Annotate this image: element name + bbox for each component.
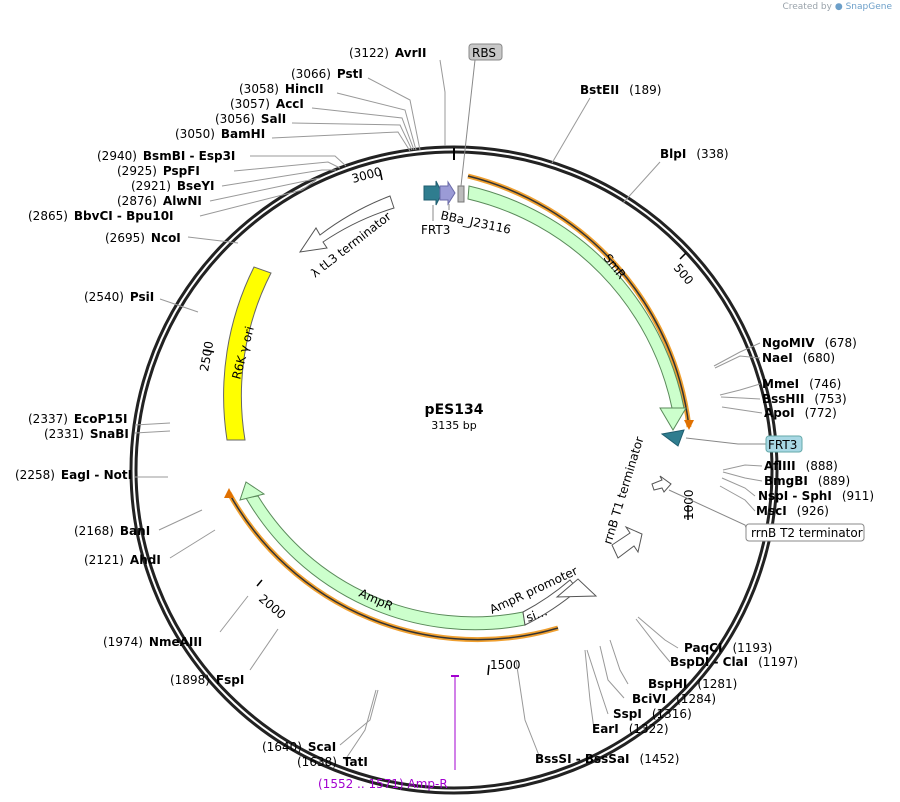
frt3-right-feature[interactable]: [660, 429, 685, 447]
site-psii[interactable]: (2540)PsiI: [84, 290, 154, 304]
tick-1500: 1500: [490, 658, 521, 672]
site-snabi[interactable]: (2331)SnaBI: [44, 427, 129, 441]
site-apoi[interactable]: ApoI(772): [764, 406, 837, 420]
site-ecop15i[interactable]: (2337)EcoP15I: [28, 412, 127, 426]
rbs-tag[interactable]: [468, 43, 503, 61]
site-hincii[interactable]: (3058)HincII: [239, 82, 324, 96]
smr-arrow-head: [659, 407, 687, 431]
rbs-leader: [460, 59, 476, 187]
site-bsssi[interactable]: BssSI - BssSaI(1452): [535, 752, 679, 766]
frt3-top-feature[interactable]: [423, 180, 443, 206]
site-fspi[interactable]: (1898)FspI: [170, 673, 244, 687]
site-afliii[interactable]: AflIII(888): [764, 459, 838, 473]
site-psti[interactable]: (3066)PstI: [291, 67, 363, 81]
site-nmeaiii[interactable]: (1974)NmeAIII: [103, 635, 202, 649]
rbs-label: RBS: [472, 46, 496, 60]
site-bbvci[interactable]: (2865)BbvCI - Bpu10I: [28, 209, 174, 223]
rrnb-t2-feature[interactable]: [651, 475, 672, 493]
ampr-arrow-head: [239, 481, 266, 501]
site-mmei[interactable]: MmeI(746): [762, 377, 841, 391]
lower-right-sites: BciVI(1284) SspI(1316) EarI(1322): [592, 692, 716, 736]
rrnb-t2-label: rrnB T2 terminator: [751, 526, 863, 540]
rrnb-t2-tag[interactable]: [745, 523, 865, 542]
site-ahdi[interactable]: (2121)AhdI: [84, 553, 161, 567]
smr-coverage-line: [467, 175, 690, 428]
bba-promoter-feature[interactable]: [439, 180, 456, 206]
site-scai[interactable]: (1640)ScaI: [262, 740, 336, 754]
tick-2500: 2500: [197, 340, 216, 373]
smr-coverage-arc: [467, 173, 692, 428]
site-bmgbi[interactable]: BmgBI(889): [764, 474, 850, 488]
site-tati[interactable]: (1638)TatI: [297, 755, 368, 769]
rrnb-t1-label: rrnB T1 terminator: [600, 435, 646, 546]
frt3-right-label: FRT3: [768, 438, 797, 452]
left-sites: (3122)AvrII (3066)PstI (3058)HincII (305…: [15, 46, 426, 769]
tick-500: 500: [671, 261, 696, 288]
site-nspi[interactable]: NspI - SphI(911): [758, 489, 874, 503]
rrnb-t2-leader: [668, 489, 749, 534]
ampr-coverage-arrow: [224, 488, 234, 498]
site-ngomiv[interactable]: NgoMIV(678): [762, 336, 857, 350]
site-bani[interactable]: (2168)BanI: [74, 524, 150, 538]
backbone-outer: [129, 145, 779, 795]
site-msci[interactable]: MscI(926): [756, 504, 829, 518]
site-sali[interactable]: (3056)SalI: [215, 112, 286, 126]
tick-1000: 1000: [682, 489, 696, 520]
site-naei[interactable]: NaeI(680): [762, 351, 835, 365]
plasmid-name: pES134: [425, 402, 484, 418]
site-bsphi[interactable]: BspHI(1281): [648, 677, 737, 691]
site-bcivi[interactable]: BciVI(1284): [632, 692, 716, 706]
tick-marks: [202, 169, 689, 676]
plasmid-length: 3135 bp: [431, 419, 476, 432]
signal-sequence-label: si…: [524, 604, 549, 625]
site-pspfi[interactable]: (2925)PspFI: [117, 164, 200, 178]
credit-brand: SnapGene: [845, 2, 892, 12]
right-sites: BstEII(189) BlpI(338) NgoMIV(678) NaeI(6…: [535, 83, 874, 766]
site-bsteii[interactable]: BstEII(189): [580, 83, 661, 97]
site-avrii[interactable]: (3122)AvrII: [349, 46, 426, 60]
created-by-credit: Created by ● SnapGene: [782, 2, 892, 12]
frt3-right-leader: [685, 437, 766, 445]
frt3-top-label: FRT3: [421, 223, 450, 237]
site-sspi[interactable]: SspI(1316): [613, 707, 692, 721]
snapgene-logo-icon: ●: [834, 2, 843, 12]
site-bspdi[interactable]: BspDI - ClaI(1197): [670, 655, 798, 669]
smr-coverage-arrow: [684, 420, 694, 430]
site-ncoi[interactable]: (2695)NcoI: [105, 231, 181, 245]
frt3-right-tag[interactable]: [765, 435, 803, 453]
site-eari[interactable]: EarI(1322): [592, 722, 669, 736]
rrnb-t1-feature[interactable]: [611, 525, 643, 559]
site-bamhi[interactable]: (3050)BamHI: [175, 127, 265, 141]
tl3-terminator-feature[interactable]: [298, 195, 395, 253]
site-leaders: [134, 59, 763, 761]
ampr-coverage-line: [228, 492, 559, 641]
credit-text: Created by: [782, 2, 832, 12]
site-bsmbi[interactable]: (2940)BsmBI - Esp3I: [97, 149, 235, 163]
site-acci[interactable]: (3057)AccI: [230, 97, 304, 111]
rbs-feature[interactable]: [457, 185, 465, 203]
r6k-ori-feature[interactable]: [223, 266, 272, 441]
ampr-promoter-arrow: [555, 578, 598, 598]
primer-label[interactable]: (1552 .. 1571) Amp-R: [318, 777, 448, 791]
site-paqci[interactable]: PaqCI(1193): [684, 641, 772, 655]
site-bseyi[interactable]: (2921)BseYI: [131, 179, 215, 193]
site-bsshii[interactable]: BssHII(753): [762, 392, 847, 406]
site-alwni[interactable]: (2876)AlwNI: [117, 194, 202, 208]
site-blpi[interactable]: BlpI(338): [660, 147, 729, 161]
tick-2000: 2000: [256, 592, 288, 622]
site-eagi[interactable]: (2258)EagI - NotI: [15, 468, 132, 482]
